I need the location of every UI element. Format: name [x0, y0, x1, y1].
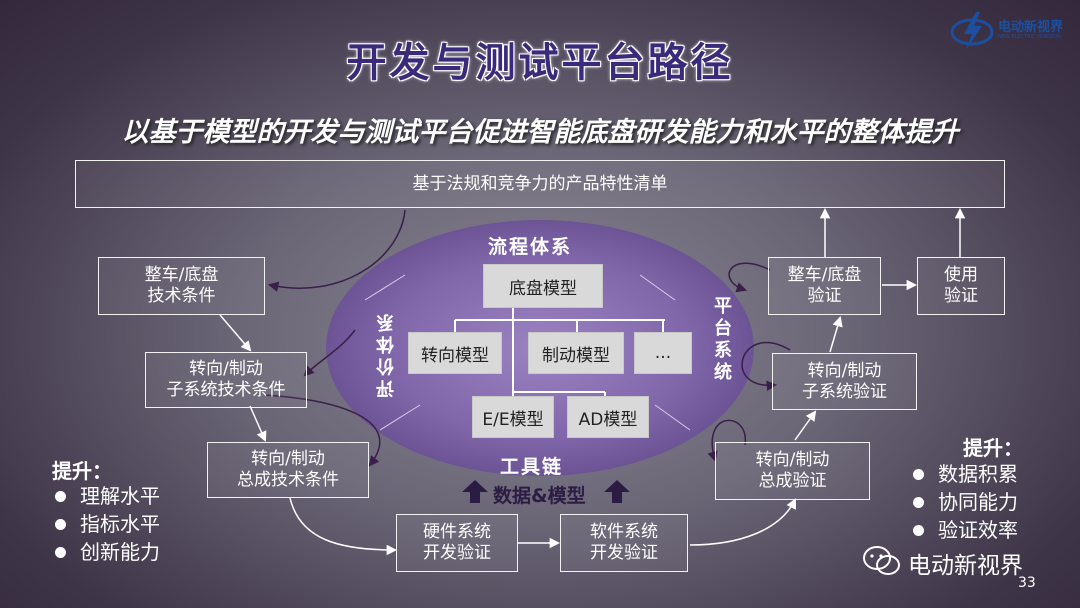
page-subtitle: 以基于模型的开发与测试平台促进智能底盘研发能力和水平的整体提升	[121, 117, 959, 148]
brand-logo: 电动新视界 NEW ELECTRIC HORIZON	[950, 10, 1070, 50]
assembly-validation: 转向/制动 总成验证	[715, 442, 870, 500]
left-improve-list: 理解水平 指标水平 创新能力	[55, 482, 160, 566]
brake-model-box: 制动模型	[528, 332, 624, 374]
logo-subtext: NEW ELECTRIC HORIZON	[998, 34, 1061, 40]
software-dev-validation: 软件系统 开发验证	[560, 514, 688, 572]
vehicle-chassis-validation: 整车/底盘 验证	[768, 257, 881, 315]
toolchain-label: 工具链	[500, 456, 564, 478]
process-system-label: 流程体系	[488, 236, 573, 258]
steering-model-box: 转向模型	[408, 332, 502, 374]
list-item: 创新能力	[55, 538, 160, 566]
right-improve-title: 提升：	[963, 436, 1023, 460]
page-title: 开发与测试平台路径	[346, 40, 734, 86]
ad-model-box: AD模型	[567, 396, 649, 438]
ee-model-box: E/E模型	[472, 396, 554, 438]
wechat-icon	[863, 546, 900, 575]
list-item: 验证效率	[913, 516, 1018, 544]
evaluation-system-label: 评价体系	[376, 310, 397, 398]
platform-system-label: 平台系统	[711, 296, 732, 384]
bullet-icon	[55, 518, 66, 530]
watermark-text: 电动新视界	[908, 553, 1023, 579]
right-improve-list: 数据积累 协同能力 验证效率	[913, 460, 1018, 544]
bullet-icon	[55, 546, 66, 558]
lightning-logo-icon	[950, 12, 994, 50]
chassis-model-box: 底盘模型	[483, 264, 603, 308]
list-item: 理解水平	[55, 482, 160, 510]
subsystem-tech-conditions: 转向/制动 子系统技术条件	[145, 352, 307, 408]
subsystem-validation: 转向/制动 子系统验证	[772, 353, 917, 410]
list-item: 协同能力	[913, 488, 1018, 516]
feature-list-box: 基于法规和竞争力的产品特性清单	[75, 160, 1005, 208]
left-improve-title: 提升：	[52, 459, 112, 483]
page-number: 33	[1018, 575, 1036, 591]
hardware-dev-validation: 硬件系统 开发验证	[396, 514, 518, 572]
vehicle-chassis-tech-conditions: 整车/底盘 技术条件	[98, 257, 265, 315]
data-model-label: 数据&模型	[493, 485, 586, 507]
list-item: 指标水平	[55, 510, 160, 538]
bullet-icon	[913, 524, 924, 536]
bullet-icon	[913, 468, 924, 480]
usage-validation: 使用 验证	[917, 257, 1005, 315]
logo-name: 电动新视界	[998, 20, 1064, 35]
list-item: 数据积累	[913, 460, 1018, 488]
assembly-tech-conditions: 转向/制动 总成技术条件	[207, 442, 369, 498]
bullet-icon	[55, 490, 66, 502]
more-models-box: ...	[634, 332, 692, 374]
bullet-icon	[913, 496, 924, 508]
